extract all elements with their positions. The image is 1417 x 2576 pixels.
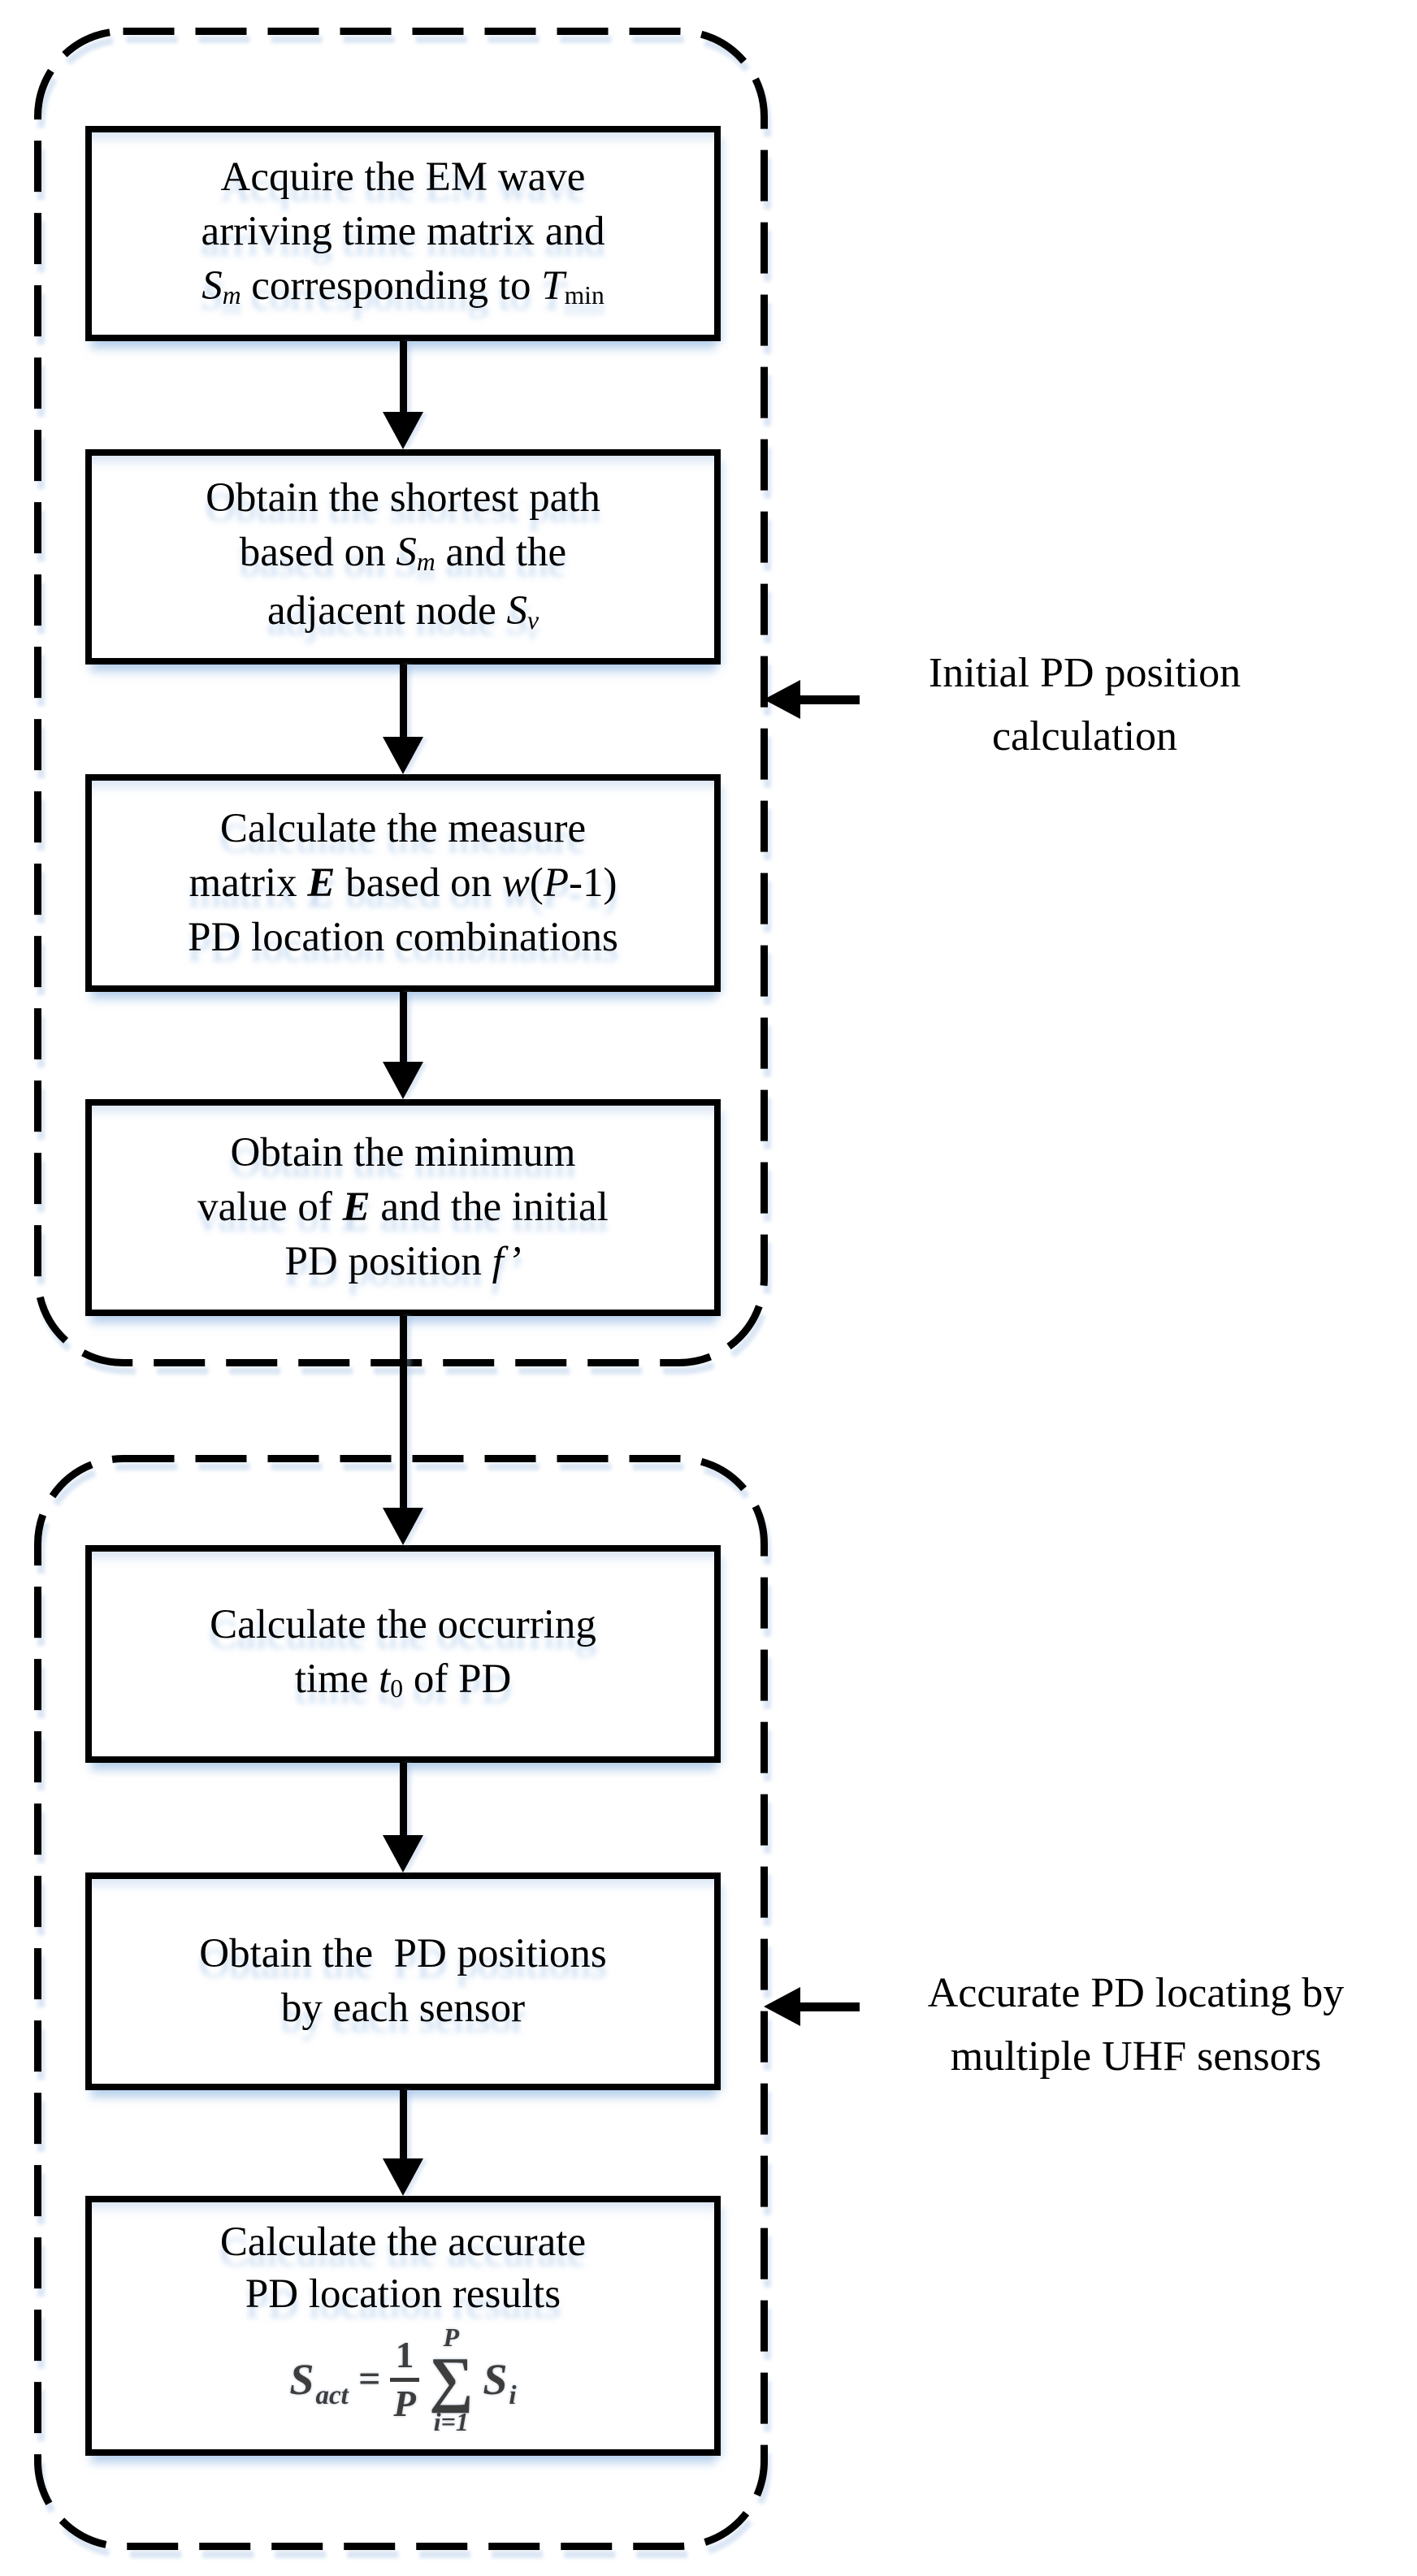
annotation2-arrow-head [764, 1987, 800, 2026]
arrow-shaft-4-5 [400, 1316, 407, 1509]
formula-fraction: 1 P [390, 2336, 420, 2422]
box-text-line: Obtain the PD positions [199, 1931, 607, 1976]
step-acquire-em-wave: Acquire the EM wave arriving time matrix… [85, 126, 721, 341]
arrow-shaft-1-2 [400, 341, 407, 415]
box-text-line: Acquire the EM wave [220, 154, 586, 200]
box-text-line: Obtain the shortest path [206, 475, 600, 521]
arrow-head-6-7 [383, 2158, 423, 2196]
sigma-symbol: ∑ [429, 2345, 474, 2414]
annotation2-arrow-shaft [800, 2002, 860, 2011]
arrow-shaft-5-6 [400, 1763, 407, 1838]
annotation-line: multiple UHF sensors [950, 2033, 1322, 2080]
step-calculate-accurate-location: Calculate the accurate PD location resul… [85, 2196, 721, 2456]
box-text-line: PD location combinations [188, 914, 618, 960]
arrow-head-4-5 [383, 1508, 423, 1545]
annotation-line: Initial PD position [928, 650, 1242, 696]
box-text-line: Calculate the occurring [210, 1601, 596, 1647]
box-text-line: Calculate the measure [219, 805, 587, 851]
fraction-bar [390, 2377, 420, 2382]
box-text-line: PD position f’ [284, 1239, 522, 1284]
box-text-line: Sm corresponding to Tmin [202, 262, 604, 310]
box-text-line: matrix E based on w(P-1) [188, 859, 618, 906]
formula-equals: = [358, 2357, 381, 2401]
box-text-line: value of E and the initial [197, 1184, 609, 1230]
annotation1-arrow-head [764, 680, 800, 719]
annotation-line: calculation [991, 713, 1178, 760]
formula-s-act: Sact = 1 P P ∑ i=1 Si [289, 2323, 516, 2435]
arrow-head-3-4 [383, 1062, 423, 1099]
arrow-shaft-2-3 [400, 665, 407, 740]
step-calculate-measure-matrix: Calculate the measure matrix E based on … [85, 774, 721, 992]
box-text-line: Calculate the accurate [219, 2219, 587, 2265]
arrow-shaft-3-4 [400, 992, 407, 1065]
formula-lhs: Sact [289, 2355, 349, 2410]
annotation-line: Accurate PD locating by [927, 1970, 1345, 2016]
box-text-line: adjacent node Sv [266, 588, 540, 635]
arrow-head-2-3 [383, 737, 423, 774]
box-text-line: time t0 of PD [294, 1656, 512, 1703]
annotation1-arrow-shaft [800, 695, 860, 704]
box-text-line: based on Sm and the [239, 530, 567, 577]
box-text-line: Obtain the minimum [230, 1130, 576, 1175]
formula-summation: P ∑ i=1 [429, 2323, 474, 2436]
arrow-shaft-6-7 [400, 2090, 407, 2162]
box-text-line: by each sensor [280, 1985, 526, 2031]
arrow-head-5-6 [383, 1835, 423, 1872]
step-obtain-pd-positions: Obtain the PD positions by each sensor [85, 1872, 721, 2090]
step-calculate-occurring-time: Calculate the occurring time t0 of PD [85, 1545, 721, 1763]
group1-annotation-label: Initial PD position calculation [849, 642, 1320, 768]
step-obtain-shortest-path: Obtain the shortest path based on Sm and… [85, 449, 721, 665]
group2-annotation-label: Accurate PD locating by multiple UHF sen… [868, 1962, 1404, 2089]
arrow-head-1-2 [383, 412, 423, 449]
box-text-line: PD location results [245, 2271, 561, 2317]
formula-rhs: Si [483, 2355, 517, 2410]
step-obtain-minimum-value: Obtain the minimum value of E and the in… [85, 1099, 721, 1316]
box-text-line: arriving time matrix and [201, 208, 605, 254]
